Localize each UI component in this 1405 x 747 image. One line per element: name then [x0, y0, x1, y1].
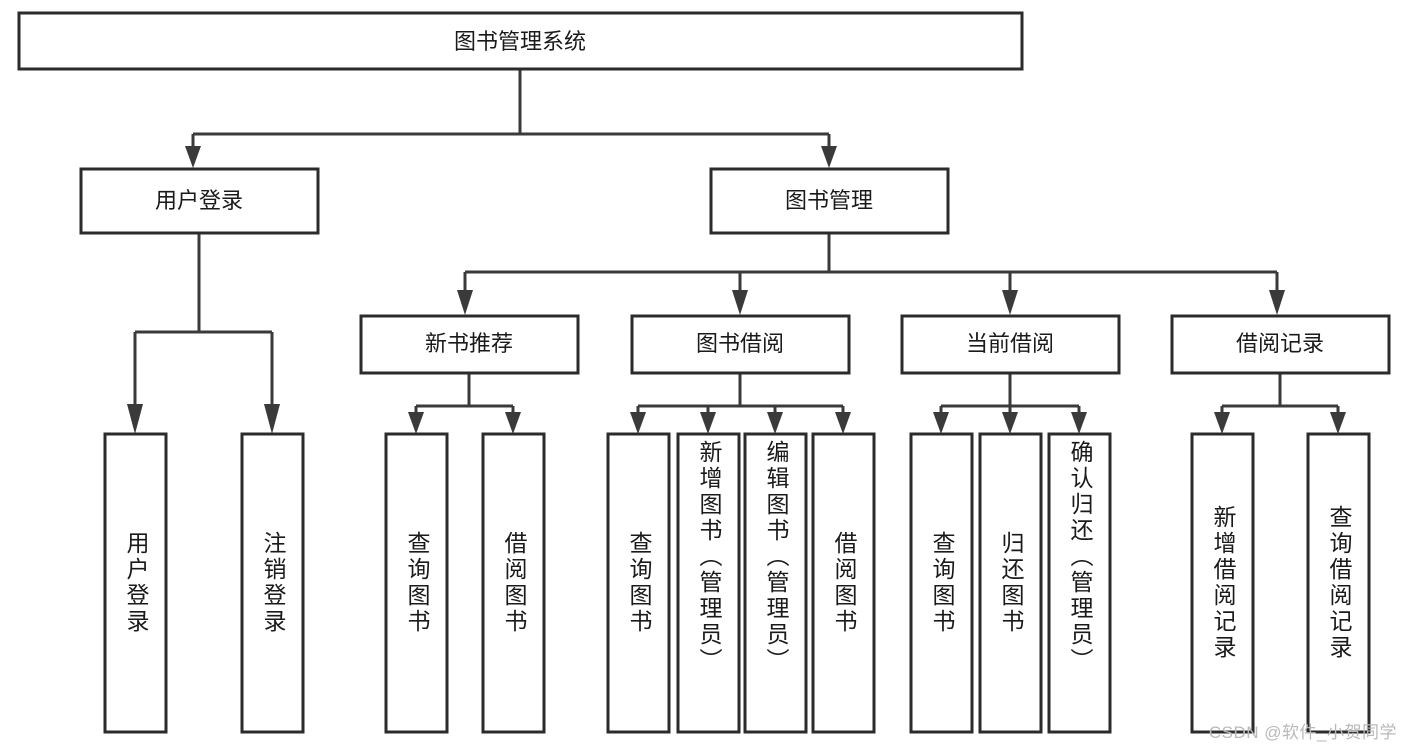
leaf-box-edit-book-admin[interactable]: [743, 432, 808, 734]
arrow-userlogin-leaf-2: [264, 404, 280, 434]
node-book-manage-label: 图书管理: [785, 188, 873, 213]
node-current-borrow-label: 当前借阅: [966, 331, 1054, 356]
leaf-box-logout[interactable]: [240, 432, 305, 734]
arrow-newbook-leaf-2: [505, 412, 521, 434]
arrow-current-leaf-3: [1071, 412, 1087, 434]
arrow-userlogin-leaf-1: [127, 404, 143, 434]
node-book-manage[interactable]: 图书管理: [709, 167, 950, 235]
node-current-borrow[interactable]: 当前借阅: [900, 314, 1121, 375]
arrow-current-leaf-1: [933, 412, 949, 434]
arrow-to-book-borrow: [732, 290, 748, 315]
node-new-book-recommend-label: 新书推荐: [425, 331, 513, 356]
node-borrow-record[interactable]: 借阅记录: [1170, 314, 1391, 375]
arrow-borrow-leaf-1: [630, 412, 646, 434]
node-borrow-record-label: 借阅记录: [1236, 331, 1324, 356]
leaf-box-return-book[interactable]: [978, 432, 1043, 734]
leaf-box-query-book-2[interactable]: [606, 432, 671, 734]
node-book-borrow-label: 图书借阅: [696, 331, 784, 356]
arrow-root-to-user-login: [185, 146, 201, 168]
leaf-box-user-login[interactable]: [103, 432, 168, 734]
leaf-box-query-book-1[interactable]: [384, 432, 449, 734]
leaf-box-borrow-book-2[interactable]: [811, 432, 876, 734]
edge-layer: [127, 69, 1346, 434]
leaf-box-add-book-admin[interactable]: [676, 432, 741, 734]
leaf-box-query-record[interactable]: [1306, 432, 1371, 734]
node-user-login[interactable]: 用户登录: [79, 167, 320, 235]
leaf-box-add-record[interactable]: [1190, 432, 1255, 734]
arrow-current-leaf-2: [1002, 412, 1018, 434]
leaf-box-confirm-return[interactable]: [1047, 432, 1112, 734]
arrow-to-current-borrow: [1002, 290, 1018, 315]
leaf-box-borrow-book-1[interactable]: [481, 432, 546, 734]
arrow-borrow-leaf-3: [767, 412, 783, 434]
node-root-label: 图书管理系统: [454, 29, 586, 54]
node-book-borrow[interactable]: 图书借阅: [630, 314, 851, 375]
node-new-book-recommend[interactable]: 新书推荐: [359, 314, 580, 375]
arrow-record-leaf-2: [1330, 412, 1346, 434]
arrow-to-borrow-record: [1269, 290, 1285, 315]
leaf-box-query-book-3[interactable]: [909, 432, 974, 734]
arrow-borrow-leaf-4: [835, 412, 851, 434]
csdn-watermark: CSDN @软件_小贺同学: [1208, 723, 1397, 742]
node-layer: 图书管理系统 用户登录 图书管理 新书推荐 图书借阅 当前: [17, 11, 1391, 734]
arrow-newbook-leaf-1: [408, 412, 424, 434]
arrow-root-to-book-manage: [821, 146, 837, 168]
arrow-borrow-leaf-2: [700, 412, 716, 434]
arrow-record-leaf-1: [1214, 412, 1230, 434]
arrow-to-new-book-rec: [457, 290, 473, 315]
node-root[interactable]: 图书管理系统: [17, 11, 1024, 71]
node-user-login-label: 用户登录: [155, 188, 243, 213]
